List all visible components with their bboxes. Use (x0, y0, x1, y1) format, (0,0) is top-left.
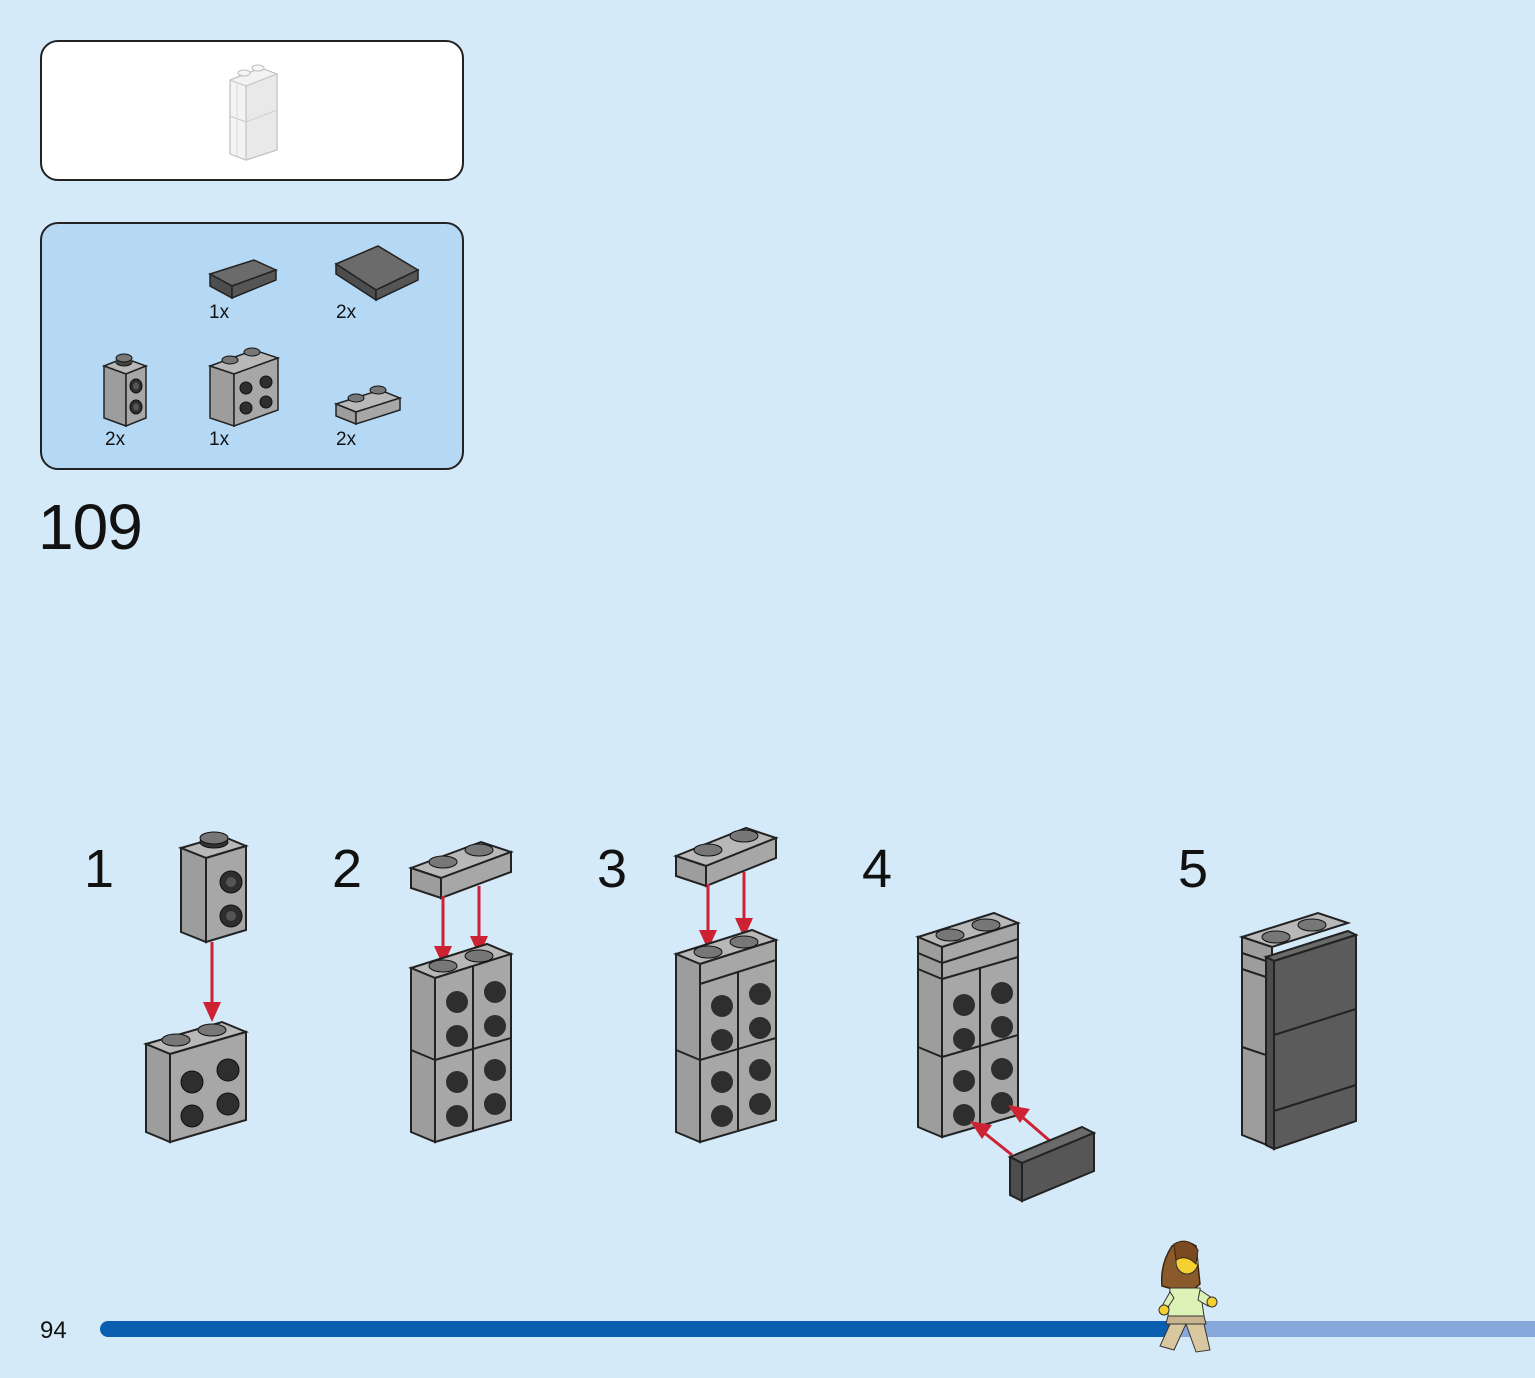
model-preview-box (40, 40, 464, 181)
substep-number: 1 (84, 839, 115, 899)
part-qty: 1x (209, 429, 230, 450)
substep-number: 2 (332, 839, 363, 899)
substep-3-illustration (673, 826, 779, 1144)
gray-plate-1x2-icon (407, 840, 515, 900)
part-qty: 1x (209, 302, 230, 323)
model-preview-icon (229, 64, 278, 161)
substep-4-illustration (915, 911, 1097, 1203)
substep-2-illustration (407, 840, 515, 1144)
minifigure-walking-icon (1158, 1240, 1218, 1353)
substep-number: 3 (597, 839, 628, 899)
step-number: 109 (38, 491, 143, 563)
page-number: 94 (40, 1317, 67, 1344)
part-qty: 2x (336, 302, 357, 323)
gray-brick-stack-with-plate-icon (673, 928, 779, 1144)
gray-brick-stack-icon (408, 942, 514, 1144)
gray-brick-1x1-icon (177, 831, 249, 944)
dark-gray-tile-2x4-icon (334, 245, 420, 302)
substep-1-illustration (142, 831, 250, 1144)
gray-brick-2x2-studs-side-icon (207, 347, 281, 428)
gray-plate-1x2-icon (673, 826, 779, 888)
progress-bar-complete (100, 1321, 1176, 1337)
parts-list-panel: 1x 2x 2x 1x 2x (40, 222, 464, 470)
substep-number: 5 (1178, 839, 1209, 899)
gray-brick-2x2-base-icon (142, 1020, 250, 1144)
progress-bar-remaining (1176, 1321, 1535, 1337)
gray-plate-1x2-icon (333, 385, 403, 426)
part-qty: 2x (105, 429, 126, 450)
substep-5-illustration (1238, 911, 1359, 1151)
gray-brick-stack-with-plates-icon (915, 911, 1021, 1139)
dark-gray-tile-1x4-icon (208, 259, 278, 300)
part-qty: 2x (336, 429, 357, 450)
gray-brick-1x1-studs-side-icon (101, 353, 149, 428)
dark-gray-tile-1x4-icon (1007, 1125, 1097, 1203)
substep-number: 4 (862, 839, 893, 899)
